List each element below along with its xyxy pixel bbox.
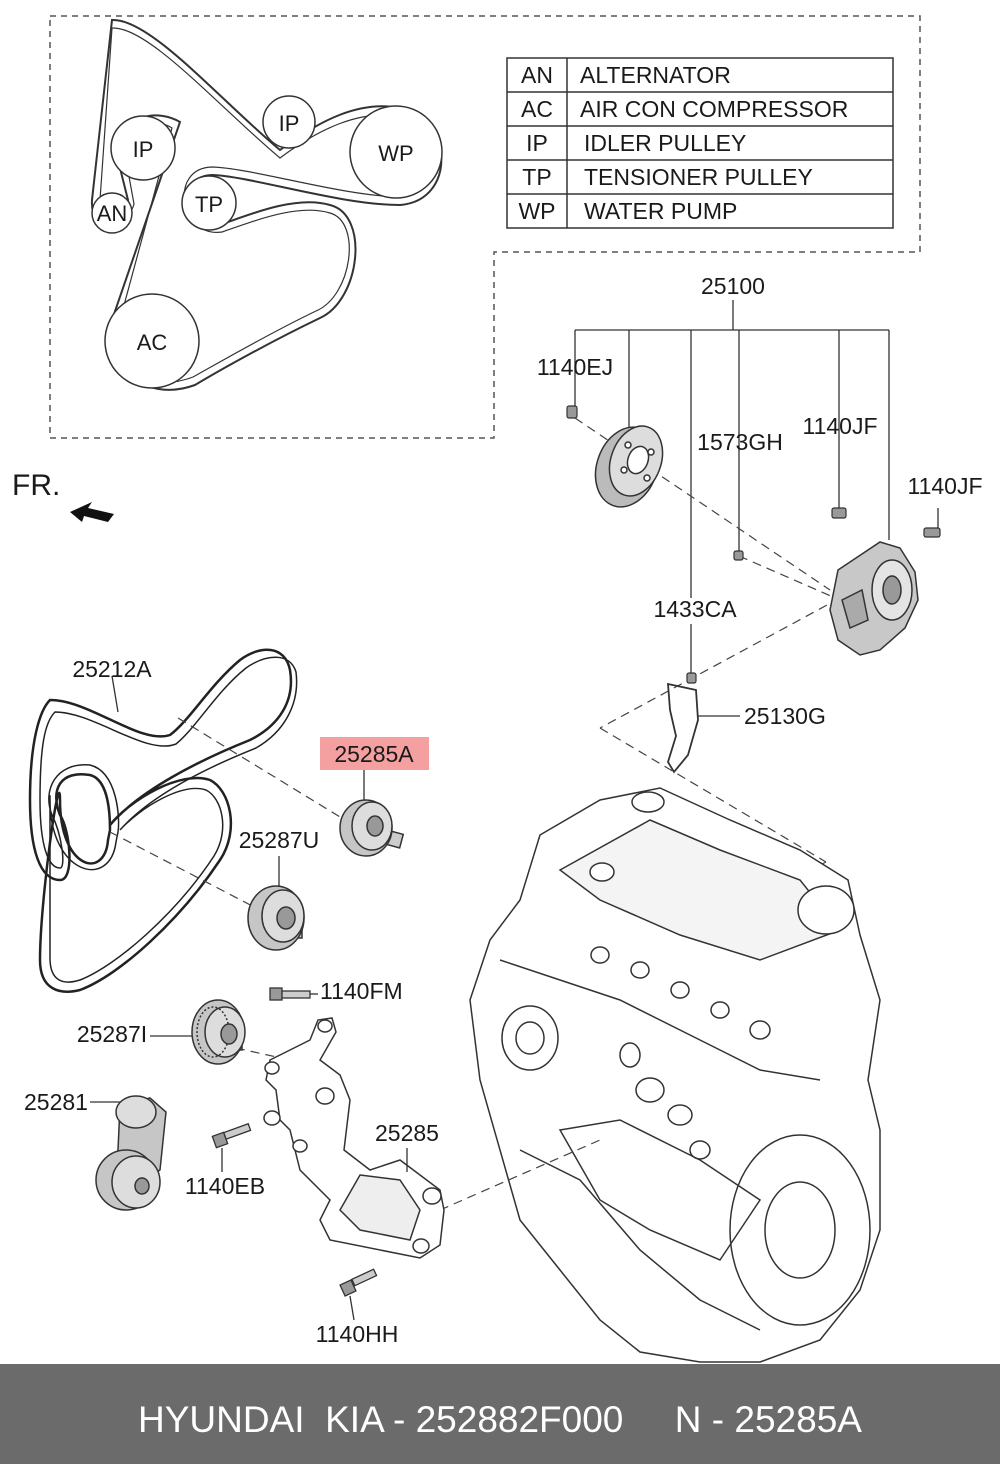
label-25130g: 25130G xyxy=(744,703,826,729)
routing-label-ac: AC xyxy=(137,330,168,355)
label-1140ej: 1140EJ xyxy=(537,354,613,380)
label-25285: 25285 xyxy=(375,1120,439,1146)
water-pump-fasteners xyxy=(566,405,941,684)
legend-abbr-tp: TP xyxy=(522,164,551,190)
idler-pulley-25285a-icon xyxy=(339,799,405,857)
pulley-ip-left xyxy=(110,115,176,181)
legend-abbr-an: AN xyxy=(521,62,553,88)
engine-block-outline xyxy=(469,787,881,1363)
label-25281: 25281 xyxy=(24,1089,88,1115)
water-pump-pulley xyxy=(594,425,664,508)
front-arrow-icon xyxy=(70,502,114,522)
highlight-25285a xyxy=(320,737,429,770)
label-1140hh: 1140HH xyxy=(316,1321,399,1347)
label-25287u: 25287U xyxy=(239,827,320,853)
routing-pulleys xyxy=(91,95,443,389)
pin-1573gh-icon xyxy=(733,550,744,561)
legend-abbr-ac: AC xyxy=(521,96,553,122)
legend-desc-ip: IDLER PULLEY xyxy=(584,130,746,156)
pulley-ac xyxy=(104,293,200,389)
legend-table: AN ALTERNATOR AC AIR CON COMPRESSOR IP I… xyxy=(506,57,894,229)
bracket-25285-icon xyxy=(263,1017,445,1259)
routing-pulley-labels: IP IP WP TP AN AC xyxy=(97,111,414,355)
bolt-1140eb-icon xyxy=(211,1122,252,1149)
water-pump-leaders xyxy=(574,300,939,675)
legend-desc-wp: WATER PUMP xyxy=(584,198,737,224)
routing-label-ip-upper: IP xyxy=(279,111,300,136)
routing-label-ip-left: IP xyxy=(133,137,154,162)
legend-abbr-ip: IP xyxy=(526,130,548,156)
routing-label-an: AN xyxy=(97,201,128,226)
label-1140jf-b: 1140JF xyxy=(907,473,982,499)
routing-label-tp: TP xyxy=(195,192,223,217)
bolt-1140jf-a-icon xyxy=(831,507,847,519)
bolt-1140fm-icon xyxy=(269,987,311,1001)
pulley-an xyxy=(91,192,133,234)
label-25287i: 25287I xyxy=(77,1021,147,1047)
label-25212a: 25212A xyxy=(72,656,152,682)
legend-desc-tp: TENSIONER PULLEY xyxy=(584,164,813,190)
label-1140fm: 1140FM xyxy=(320,978,403,1004)
bolt-1140ej-icon xyxy=(566,405,578,419)
water-pump-body xyxy=(829,541,919,656)
routing-box-border xyxy=(49,15,921,439)
idler-pulley-25287i-icon xyxy=(191,999,246,1065)
footer-band xyxy=(0,1364,1000,1464)
routing-label-wp: WP xyxy=(378,141,413,166)
bolt-1140jf-b-icon xyxy=(923,527,941,538)
bolt-1140hh-icon xyxy=(339,1268,378,1297)
idler-pulley-25287u-icon xyxy=(247,885,305,951)
footer-part-number: HYUNDAI KIA - 252882F000 N - 25285A xyxy=(138,1399,862,1440)
label-1140eb: 1140EB xyxy=(185,1173,265,1199)
pulley-tp xyxy=(181,175,237,231)
pin-1433ca-icon xyxy=(686,672,697,684)
label-1140jf-a: 1140JF xyxy=(802,413,877,439)
pulley-wp xyxy=(349,105,443,199)
pulley-ip-upper xyxy=(262,95,316,149)
legend-abbr-wp: WP xyxy=(518,198,555,224)
gasket-25130g-icon xyxy=(667,682,699,774)
tensioner-25281-icon xyxy=(95,1095,167,1211)
drive-belt-25212a xyxy=(28,648,298,993)
legend-desc-an: ALTERNATOR xyxy=(580,62,731,88)
label-1433ca: 1433CA xyxy=(653,596,737,622)
legend-desc-ac: AIR CON COMPRESSOR xyxy=(580,96,848,122)
label-25100: 25100 xyxy=(701,273,765,299)
label-25285a: 25285A xyxy=(334,741,414,767)
front-marker-label: FR. xyxy=(12,469,60,502)
label-1573gh: 1573GH xyxy=(697,429,783,455)
